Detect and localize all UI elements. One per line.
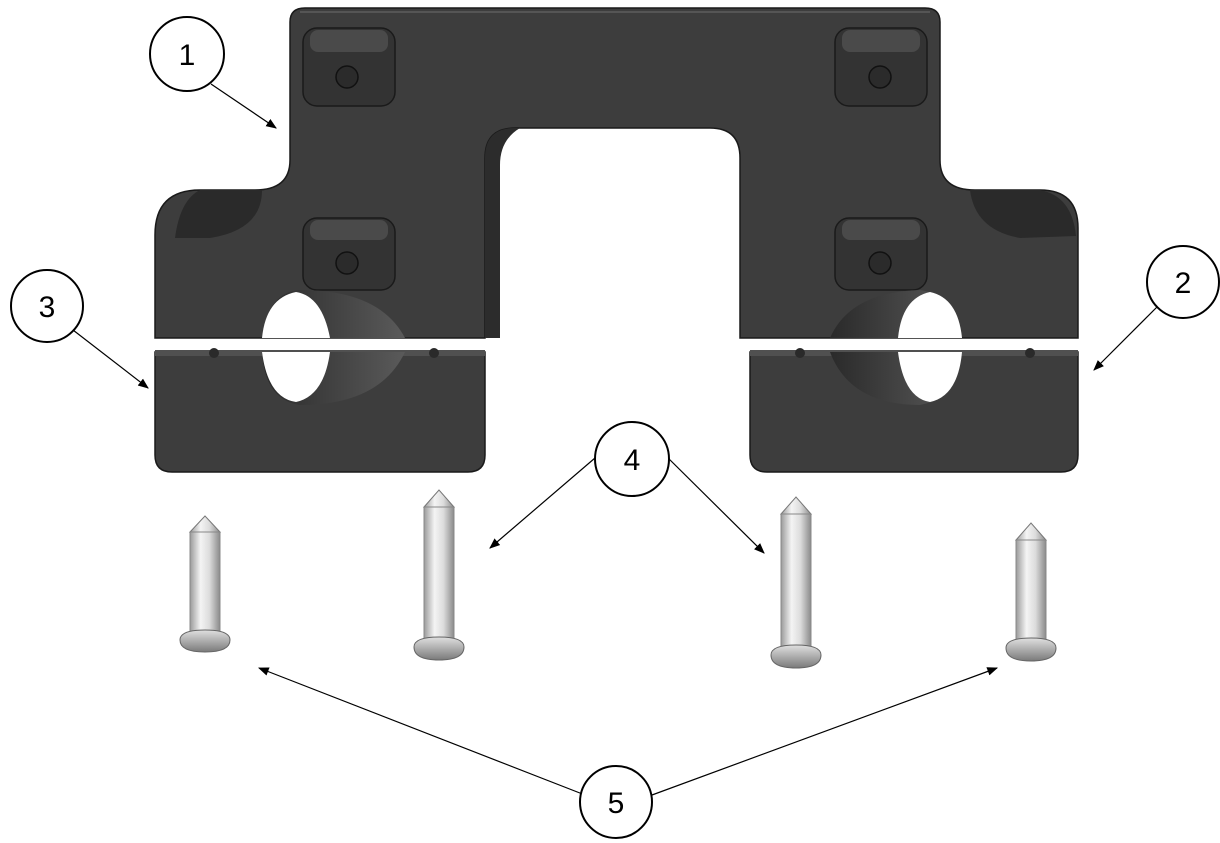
left-clamp-cap-hole-2 [429, 348, 439, 358]
bracket-body [154, 7, 1079, 339]
callout-4: 4 [594, 421, 670, 497]
screw-inner-left [413, 489, 465, 661]
leader-line-4a [489, 451, 603, 549]
bracket-left-step-face [175, 190, 262, 238]
bracket-body-shape [154, 7, 1079, 339]
bracket-bore-right-opening [898, 292, 962, 338]
leader-line-2 [1093, 303, 1161, 371]
bracket-slot-left-wall [485, 128, 520, 338]
callout-4-label: 4 [624, 444, 641, 477]
screw-far-left [179, 515, 231, 653]
right-clamp-cap-hole-2 [1025, 348, 1035, 358]
mounting-boss-bottom-right [834, 217, 928, 291]
left-clamp-cap-bore-opening [262, 352, 330, 402]
mounting-boss-top-right [834, 27, 928, 107]
callout-1: 1 [149, 16, 225, 92]
mounting-boss-bottom-left [302, 217, 396, 291]
leader-line-3 [72, 329, 149, 389]
leader-line-5a [257, 667, 586, 796]
callout-5: 5 [579, 765, 653, 839]
screw-far-right [1005, 522, 1057, 662]
right-clamp-cap [749, 348, 1079, 473]
screw-inner-right [770, 496, 822, 669]
left-clamp-cap-hole-1 [209, 348, 219, 358]
leader-line-4b [661, 451, 765, 554]
callout-3: 3 [10, 269, 84, 343]
bracket-bore-left-opening [262, 292, 330, 338]
callout-2-label: 2 [1175, 267, 1192, 300]
right-clamp-cap-shape [749, 351, 1079, 473]
mounting-boss-top-left [302, 27, 396, 107]
left-clamp-cap-shape [154, 351, 486, 473]
leader-line-1 [210, 83, 277, 129]
leader-line-5b [651, 667, 999, 796]
left-clamp-cap [154, 348, 486, 473]
callout-2: 2 [1146, 245, 1220, 319]
right-clamp-cap-hole-1 [795, 348, 805, 358]
callout-1-label: 1 [179, 39, 196, 72]
callout-3-label: 3 [39, 291, 56, 324]
bracket-right-step-face [970, 190, 1076, 238]
right-clamp-cap-bore-opening [898, 352, 962, 402]
callout-5-label: 5 [608, 787, 625, 820]
